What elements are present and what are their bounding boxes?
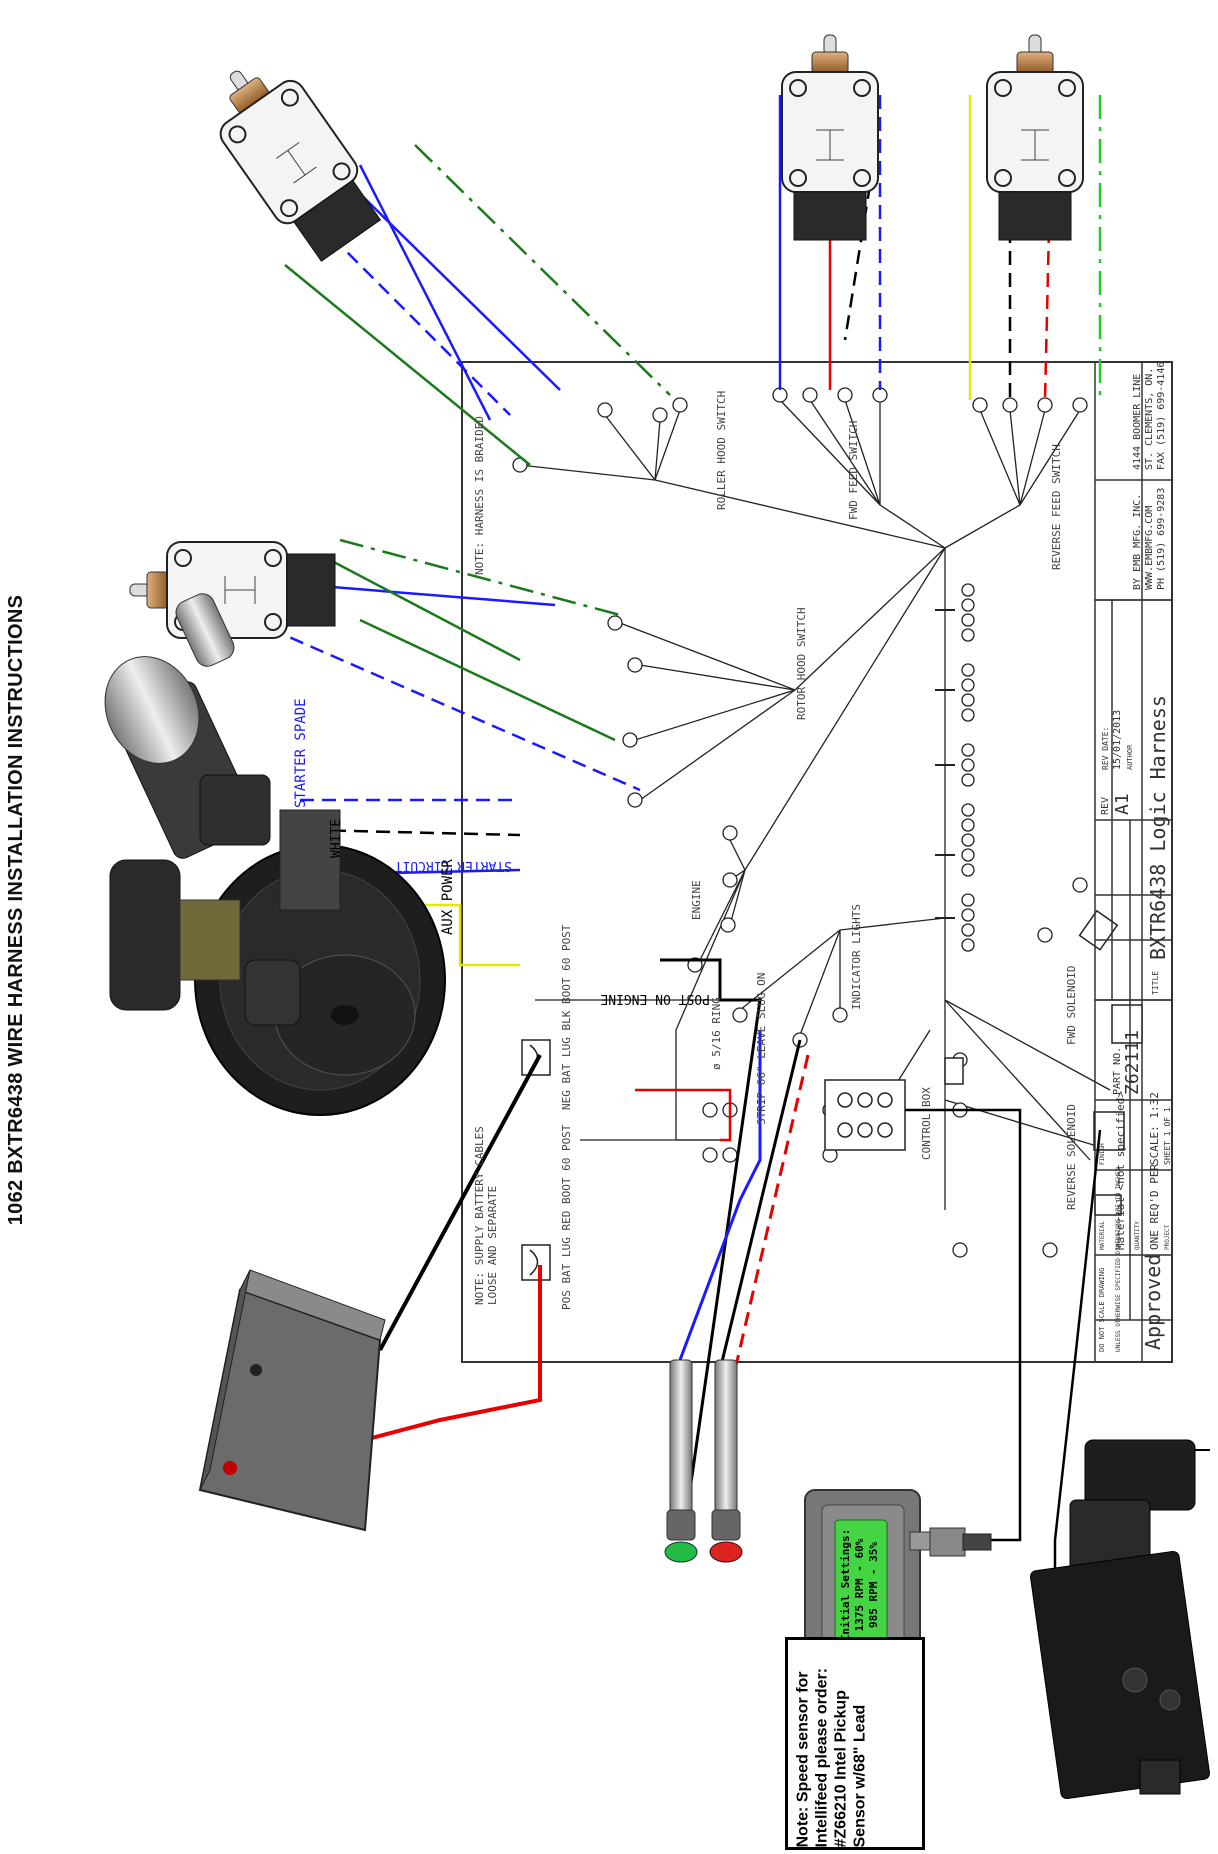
- speed-sensor-note-text: Note: Speed sensor for Intellifeed pleas…: [794, 1667, 869, 1848]
- harness-labels: NOTE: HARNESS IS BRAIDED NOTE: SUPPLY BA…: [473, 391, 1078, 1310]
- fwd-feed-switch: [781, 34, 879, 241]
- company-name: BY EMB MFG. INC.: [1132, 494, 1143, 590]
- ring-label: ø 5/16 RING: [710, 997, 723, 1070]
- branch-fwd-feed: FWD FEED SWITCH: [847, 421, 860, 520]
- author-label: AUTHOR: [1126, 744, 1134, 770]
- branch-roller-hood: ROLLER HOOD SWITCH: [715, 391, 728, 510]
- battery-lugs: [521, 1039, 551, 1281]
- units-text: UNLESS OTHERWISE SPECIFIED DIMENSIONS AR…: [1115, 1167, 1122, 1352]
- engine-callouts: STARTER SPADE WHITE STARTER CIRCUIT AUX …: [293, 698, 710, 1006]
- speed-sensor-note: Note: Speed sensor for Intellifeed pleas…: [785, 1637, 925, 1850]
- quantity-label: QUANTITY: [1134, 1221, 1141, 1250]
- rev-date-value: 15/01/2013: [1112, 710, 1123, 770]
- project-label: PROJECT: [1164, 1224, 1171, 1250]
- material-label: MATERIAL: [1099, 1221, 1106, 1250]
- rev-date-label: REV DATE:: [1101, 727, 1110, 770]
- note-braided: NOTE: HARNESS IS BRAIDED: [473, 416, 486, 575]
- roller-hood-switch: [192, 44, 392, 270]
- controller-box: [804, 1489, 992, 1681]
- solenoid-valve: [1030, 1439, 1210, 1800]
- fax-text: FAX (519) 699-4146: [1156, 362, 1167, 470]
- controller-line1: Initial Settings:: [839, 1529, 852, 1642]
- trunk-ties: [935, 609, 955, 919]
- branch-control-box: CONTROL BOX: [920, 1087, 933, 1160]
- scale-text: SCALE: 1:32: [1148, 1092, 1161, 1165]
- white-label: WHITE: [329, 819, 344, 858]
- branch-reverse-feed: REVERSE FEED SWITCH: [1050, 444, 1063, 570]
- reverse-feed-switch: [986, 34, 1084, 241]
- quantity-value: ONE REQ'D PER: [1148, 1164, 1161, 1250]
- sheet-text: SHEET 1 OF 1: [1163, 1107, 1172, 1165]
- company-web: WWW.EMBMFG.COM: [1144, 506, 1155, 590]
- branch-rotor-hood: ROTOR HOOD SWITCH: [795, 607, 808, 720]
- controller-line3: 985 RPM - 35%: [867, 1542, 880, 1628]
- neg-lug-label: NEG BAT LUG BLK BOOT 60 POST: [560, 924, 573, 1110]
- rotor-hood-switch: [129, 541, 336, 639]
- branch-reverse-solenoid: REVERSE SOLENOID: [1065, 1104, 1078, 1210]
- part-no-value: Z62111: [1122, 1030, 1143, 1095]
- controller-line2: 1375 RPM - 60%: [853, 1538, 866, 1631]
- aux-power-label: AUX POWER: [440, 859, 456, 935]
- post-on-engine-label: POST ON ENGINE: [600, 991, 710, 1006]
- part-no-label: PART NO.: [1112, 1047, 1123, 1095]
- title-value: BXTR6438 Logic Harness: [1146, 695, 1170, 960]
- rev-label: REV: [1100, 797, 1111, 815]
- title-block-text: Approved DO NOT SCALE DRAWING UNLESS OTH…: [1098, 362, 1172, 1352]
- strip-label: STRIP 06" LEAVE SLUG ON: [755, 973, 768, 1125]
- trunk-terminals: [512, 387, 1088, 1258]
- branch-indicator: INDICATOR LIGHTS: [850, 904, 863, 1010]
- rev-value: A1: [1112, 793, 1133, 815]
- company-phone: PH (519) 699-9283: [1156, 488, 1167, 590]
- engine: [104, 593, 446, 1116]
- branch-fwd-solenoid: FWD SOLENOID: [1065, 966, 1078, 1045]
- harness-trunk: [519, 399, 1111, 1210]
- material-value: Material <not specified>: [1114, 1091, 1127, 1250]
- note-battery: NOTE: SUPPLY BATTERY CABLES: [473, 1126, 486, 1305]
- branch-engine: ENGINE: [690, 880, 703, 920]
- document-title: 1062 BXTR6438 WIRE HARNESS INSTALLATION …: [5, 594, 27, 1226]
- address-line1: 4144 BOOMER LINE: [1132, 374, 1143, 470]
- control-box-connector: [824, 909, 1143, 1216]
- starter-circuit-label: STARTER CIRCUIT: [394, 858, 512, 873]
- note-battery-2: LOOSE AND SEPARATE: [486, 1186, 499, 1305]
- approved-text: Approved: [1141, 1254, 1165, 1350]
- title-label: TITLE: [1151, 971, 1160, 995]
- pos-lug-label: POS BAT LUG RED BOOT 60 POST: [560, 1124, 573, 1310]
- indicator-lights: [664, 1359, 743, 1563]
- finish-label: FINISH: [1099, 1143, 1106, 1165]
- controller-settings: Initial Settings: 1375 RPM - 60% 985 RPM…: [839, 1529, 880, 1642]
- do-not-scale: DO NOT SCALE DRAWING: [1098, 1268, 1106, 1352]
- starter-spade-label: STARTER SPADE: [293, 698, 309, 808]
- address-line2: ST. CLEMENTS, ON.: [1144, 368, 1155, 470]
- battery: [198, 1269, 386, 1532]
